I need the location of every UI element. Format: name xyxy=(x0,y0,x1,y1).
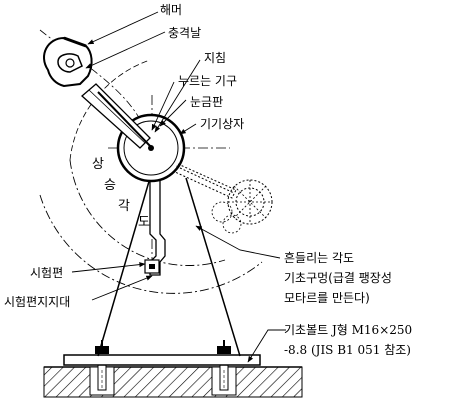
specimen-support-post xyxy=(144,178,166,276)
label-rise-angle-1: 상 xyxy=(92,157,104,172)
label-specimen: 시험편 xyxy=(30,266,63,280)
swung-hammer-ghost xyxy=(174,163,273,234)
label-rise-angle-2: 승 xyxy=(104,178,116,193)
label-anchor-bolt-line1: 기초볼트 J형 M16×250 xyxy=(284,323,412,337)
label-swing-angle: 흔들리는 각도 xyxy=(284,251,354,265)
label-rise-angle-4: 도 xyxy=(138,215,150,230)
foundation-block xyxy=(43,366,303,398)
frame-legs xyxy=(97,177,241,357)
label-instrument-box: 기기상자 xyxy=(200,117,244,131)
label-impact-blade: 충격날 xyxy=(168,26,201,40)
label-foundation-line2: 모타르를 만든다) xyxy=(284,291,370,305)
pendulum-arm xyxy=(81,83,153,149)
label-foundation-line1: 기초구멍(급결 팽장성 xyxy=(284,271,392,285)
label-scale-plate: 눈금판 xyxy=(190,95,223,109)
base-plate xyxy=(63,340,261,366)
rise-angle-arc xyxy=(69,159,226,266)
label-pointer: 지침 xyxy=(204,51,226,65)
outer-arc xyxy=(39,194,263,294)
label-pressing-tool: 누르는 기구 xyxy=(178,74,237,88)
label-specimen-support: 시험편지지대 xyxy=(4,295,70,309)
leader-lines xyxy=(71,11,286,363)
label-hammer: 해머 xyxy=(160,3,182,17)
label-anchor-bolt-line2: -8.8 (JIS B1 051 참조) xyxy=(284,343,411,357)
hammer-head xyxy=(43,36,93,88)
label-rise-angle-3: 각 xyxy=(118,199,130,214)
